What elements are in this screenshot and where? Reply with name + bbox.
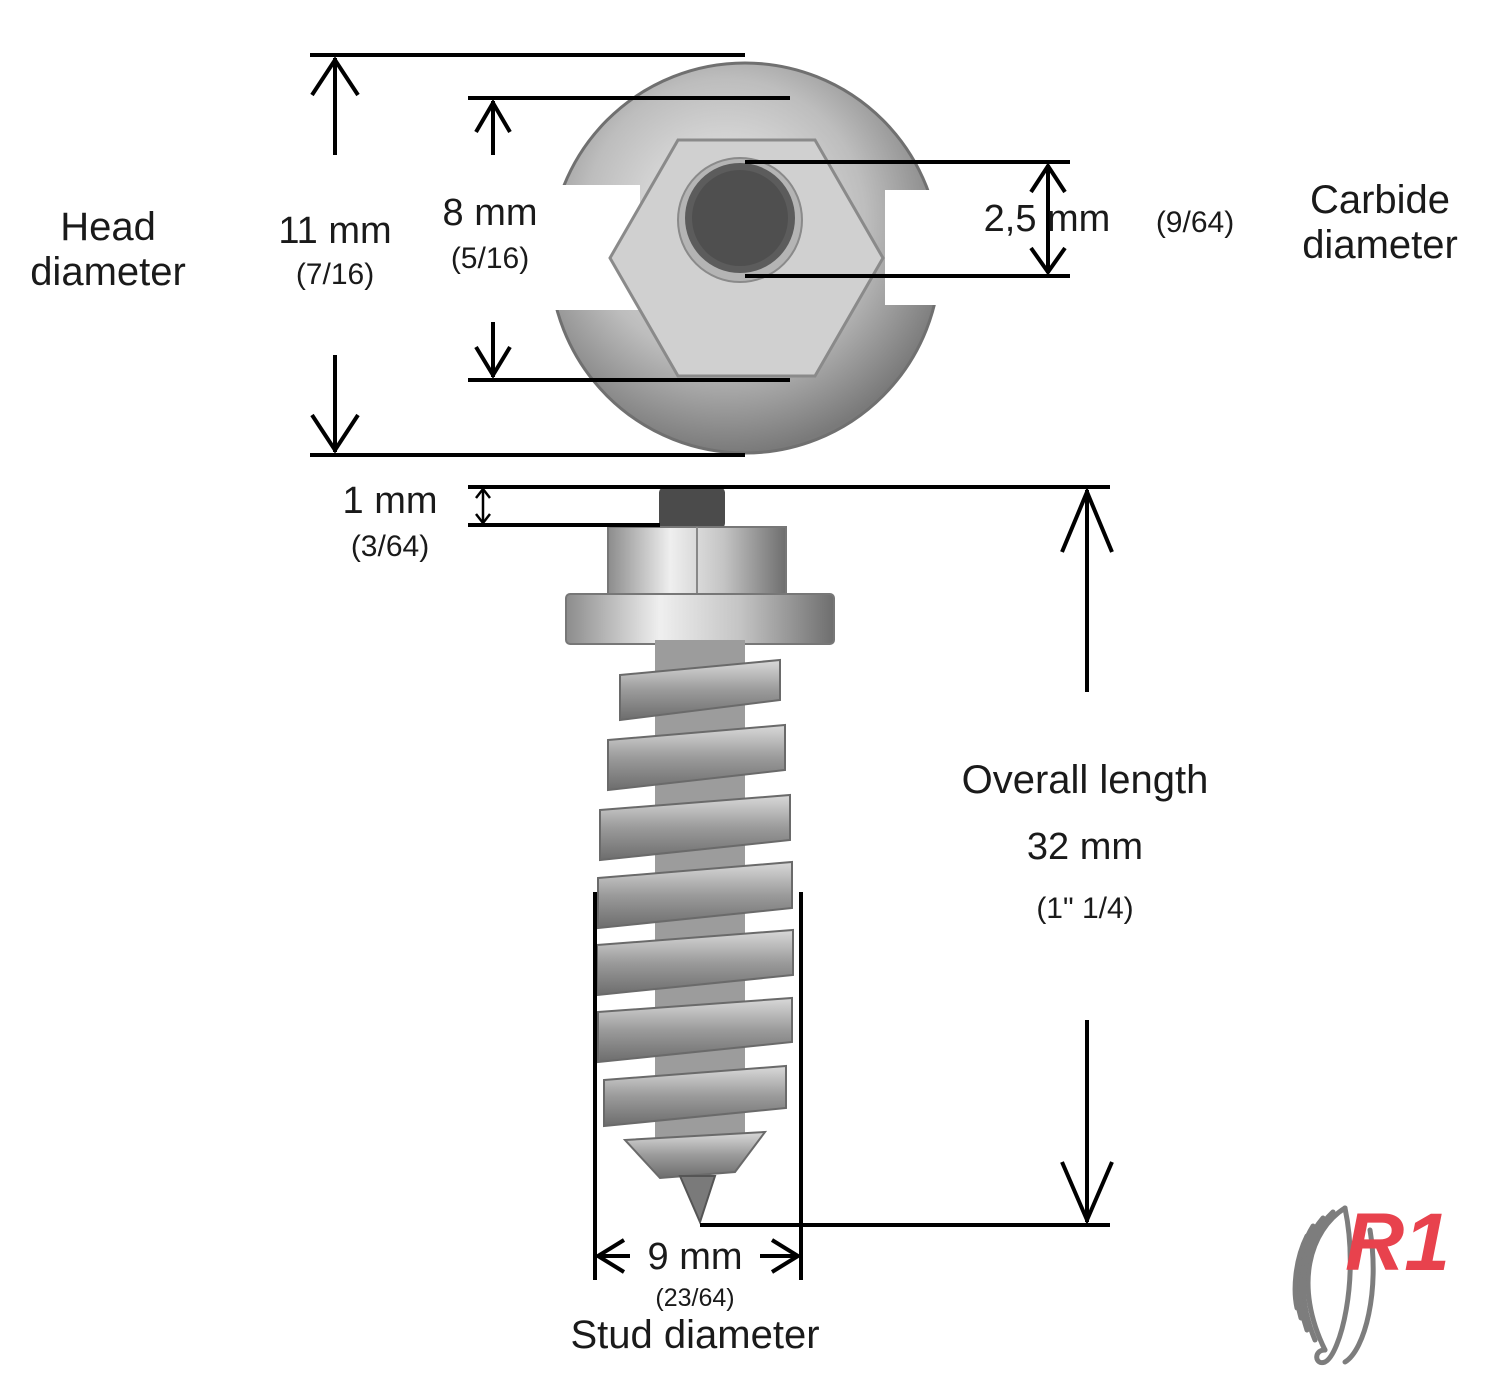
overall-length-mm: 32 mm: [1026, 826, 1144, 868]
carbide-diameter-mm: 2,5 mm: [983, 198, 1111, 240]
hex-diameter-mm: 8 mm: [442, 192, 538, 234]
r1-logo: R1: [1292, 1197, 1450, 1366]
hex-diameter-in: (5/16): [450, 242, 530, 275]
overall-length-title: Overall length: [961, 758, 1209, 802]
carbide-diameter-in: (9/64): [1155, 206, 1235, 239]
dimension-lines: [310, 53, 1114, 1280]
stud-diameter-in: (23/64): [655, 1284, 735, 1312]
head-diameter-in: (7/16): [295, 258, 375, 291]
stud-diameter-mm: 9 mm: [630, 1236, 760, 1279]
stud-diameter-title: Stud diameter: [570, 1313, 820, 1357]
overall-length-in: (1" 1/4): [1036, 892, 1134, 925]
carbide-diameter-title: Carbide diameter: [1302, 178, 1458, 267]
head-diameter-title: Head diameter: [30, 205, 186, 294]
stud-side-view: [565, 487, 835, 1225]
tip-protrusion-in: (3/64): [350, 530, 430, 563]
stud-head-top-view: [545, 61, 965, 455]
tip-protrusion-mm: 1 mm: [342, 480, 438, 522]
logo-mark: R1: [1345, 1197, 1450, 1288]
head-diameter-mm: 11 mm: [278, 210, 392, 252]
